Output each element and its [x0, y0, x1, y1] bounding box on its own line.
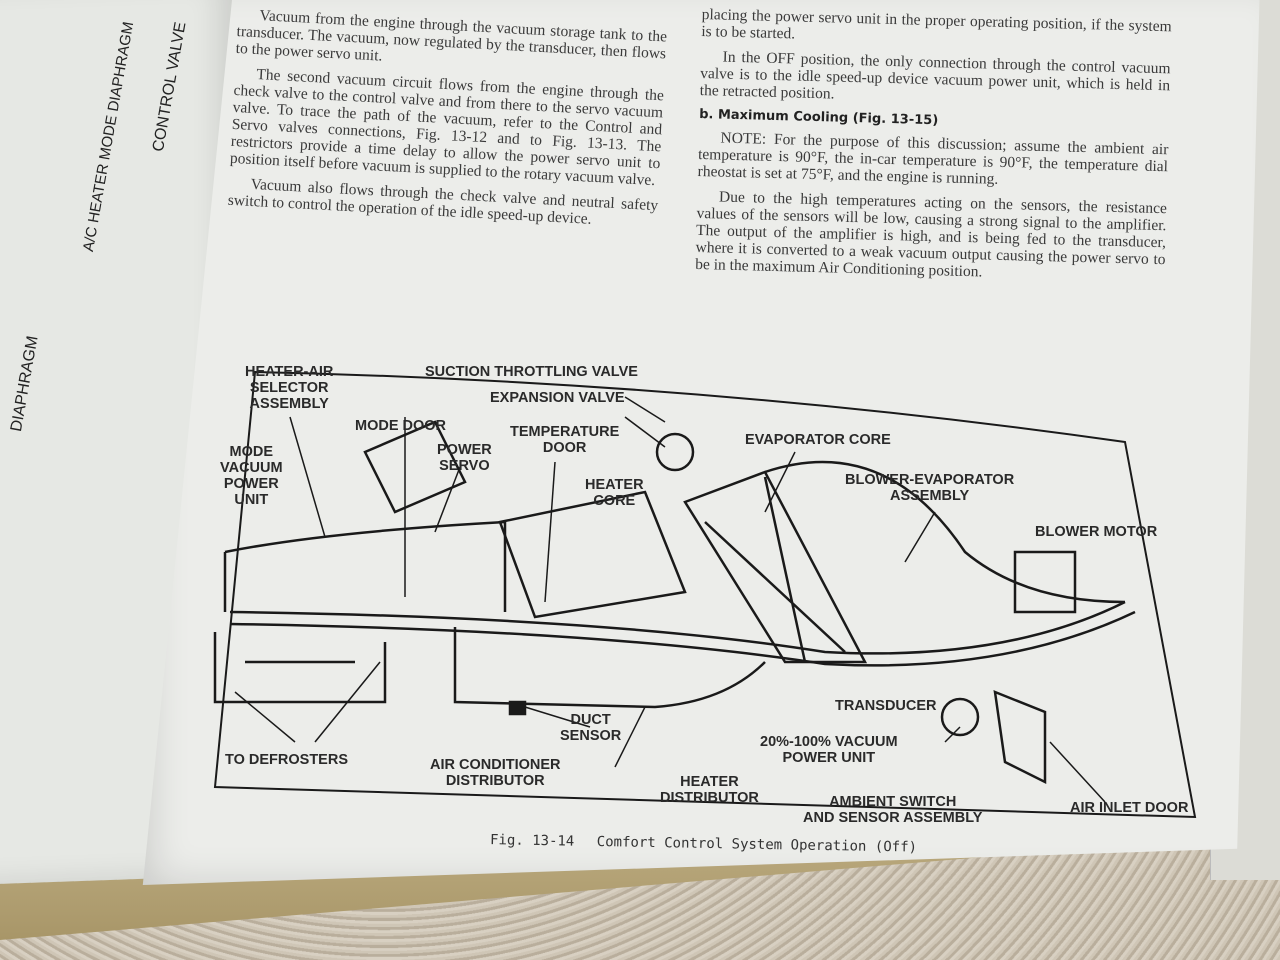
paragraph: Due to the high temperatures acting on t… [695, 188, 1168, 281]
label-mode-door: MODE DOOR [355, 418, 447, 434]
note-paragraph: NOTE: For the purpose of this discussion… [697, 129, 1169, 188]
duct-sensor [508, 700, 527, 716]
heater-air-selector-housing [223, 520, 507, 612]
label-evaporator-core: EVAPORATOR CORE [745, 432, 891, 448]
label-mode-vacuum-power-unit: MODE VACUUM POWER UNIT [220, 444, 283, 508]
label-temperature-door: TEMPERATURE DOOR [510, 424, 620, 456]
defroster-outlet [213, 632, 387, 704]
paragraph: In the OFF position, the only connection… [699, 48, 1171, 103]
leader-lines [234, 396, 1106, 803]
comfort-control-diagram: HEATER-AIR SELECTOR ASSEMBLY MODE DOOR S… [205, 362, 1200, 832]
expansion-valve [655, 432, 695, 472]
left-text-column: Vacuum from the engine through the vacuu… [227, 6, 667, 239]
label-vacuum-power-unit: 20%-100% VACUUM POWER UNIT [760, 734, 898, 766]
vacuum-power-unit [940, 697, 980, 737]
blower-evaporator-housing [764, 460, 1126, 604]
power-servo [363, 420, 467, 514]
label-blower-evaporator-assembly: BLOWER-EVAPORATOR ASSEMBLY [845, 472, 1015, 504]
paragraph: The second vacuum circuit flows from the… [229, 66, 665, 190]
evaporator-core-box [683, 470, 868, 664]
heater-core-box [498, 490, 687, 619]
blower-motor [1013, 550, 1077, 614]
case-top-line [229, 600, 1126, 655]
label-blower-motor: BLOWER MOTOR [1035, 524, 1158, 540]
label-air-inlet-door: AIR INLET DOOR [1070, 800, 1189, 816]
label-heater-air-selector: HEATER-AIR SELECTOR ASSEMBLY [245, 364, 334, 412]
label-suction-throttling-valve: SUCTION THROTTLING VALVE [425, 364, 638, 380]
diagram-drawing [213, 370, 1197, 819]
case-bottom-line [229, 610, 1136, 667]
ambient-switch [993, 690, 1047, 785]
label-air-conditioner-distributor: AIR CONDITIONER DISTRIBUTOR [430, 757, 561, 789]
diagram-frame [213, 370, 1197, 819]
label-heater-distributor: HEATER DISTRIBUTOR [660, 774, 759, 806]
right-page [142, 0, 1260, 885]
right-text-column: placing the power servo unit in the prop… [695, 6, 1172, 293]
label-to-defrosters: TO DEFROSTERS [225, 752, 348, 768]
heater-distributor [453, 627, 766, 709]
label-power-servo: POWER SERVO [437, 442, 492, 474]
label-duct-sensor: DUCT SENSOR [560, 712, 622, 744]
label-transducer: TRANSDUCER [835, 698, 937, 714]
label-ambient-switch: AMBIENT SWITCH AND SENSOR ASSEMBLY [803, 794, 983, 826]
label-heater-core: HEATER CORE [585, 477, 644, 509]
label-expansion-valve: EXPANSION VALVE [490, 390, 625, 406]
figure-number: Fig. 13-14 [489, 832, 575, 850]
